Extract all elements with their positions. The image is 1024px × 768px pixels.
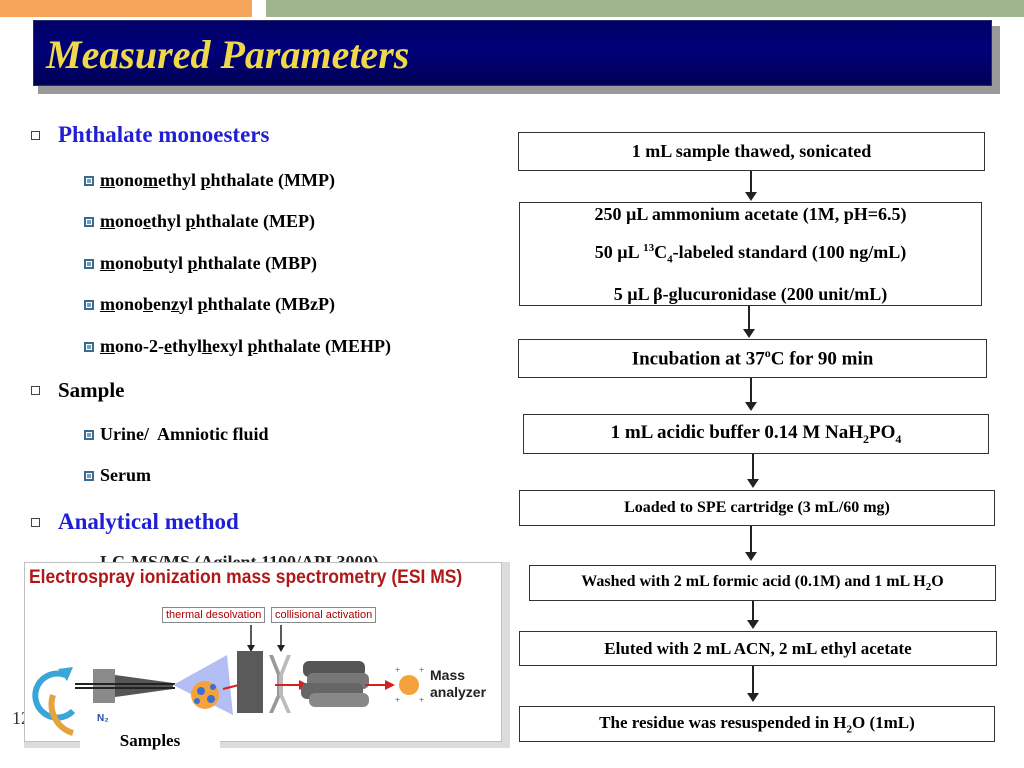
bullet-square-icon <box>31 130 40 140</box>
esi-diagram-icon: N₂ <box>32 625 424 736</box>
phthalate-label: monomethyl phthalate (MMP) <box>100 170 335 190</box>
bullet-phthalate-monoesters: Phthalate monoesters <box>31 122 269 148</box>
flow-step-text: 1 mL sample thawed, sonicated <box>631 141 872 161</box>
flow-step-3: Incubation at 37oC for 90 min <box>518 339 987 378</box>
sample-label: Urine/ Amniotic fluid <box>100 424 269 444</box>
bullet-square-icon <box>84 175 94 186</box>
flow-step-1: 1 mL sample thawed, sonicated <box>518 132 985 171</box>
bullet-square-icon <box>84 299 94 310</box>
flow-step-text: Loaded to SPE cartridge (3 mL/60 mg) <box>624 499 890 516</box>
slide-title: Measured Parameters <box>46 32 410 77</box>
list-item-mbp: monobutyl phthalate (MBP) <box>84 253 317 274</box>
bullet-square-icon <box>84 470 94 481</box>
svg-text:+: + <box>395 695 400 705</box>
flow-arrow-2 <box>743 306 755 338</box>
svg-text:N₂: N₂ <box>97 713 109 724</box>
flow-step-8: The residue was resuspended in H2O (1mL) <box>519 706 995 742</box>
bullet-square-icon <box>84 429 94 440</box>
esi-figure-title: Electrospray ionization mass spectrometr… <box>29 567 463 588</box>
flow-step-text: The residue was resuspended in H2O (1mL) <box>599 712 915 736</box>
flow-arrow-1 <box>745 171 757 201</box>
bullet-square-icon <box>31 386 40 395</box>
flow-step-6: Washed with 2 mL formic acid (0.1M) and … <box>529 565 996 601</box>
flow-step-7: Eluted with 2 mL ACN, 2 mL ethyl acetate <box>519 631 997 666</box>
flow-step-text: Incubation at 37oC for 90 min <box>631 346 874 370</box>
list-item-serum: Serum <box>84 465 151 486</box>
flow-step-text: Washed with 2 mL formic acid (0.1M) and … <box>581 572 944 594</box>
bullet-square-icon <box>84 216 94 227</box>
bullet-text: Sample <box>58 378 125 402</box>
collisional-activation-label: collisional activation <box>271 607 377 623</box>
svg-text:+: + <box>395 665 400 675</box>
flow-arrow-7 <box>747 666 759 702</box>
bullet-text: Phthalate monoesters <box>58 122 270 147</box>
phthalate-label: monobenzyl phthalate (MBzP) <box>100 294 336 314</box>
list-item-mmp: monomethyl phthalate (MMP) <box>84 170 335 191</box>
svg-text:+: + <box>419 665 424 675</box>
flow-step-2: 250 µL ammonium acetate (1M, pH=6.5) 50 … <box>519 202 982 306</box>
sample-label: Serum <box>100 465 151 485</box>
flow-step-text: 50 µL 13C4-labeled standard (100 ng/mL) <box>594 242 907 266</box>
mass-analyzer-label: Mass analyzer <box>430 667 487 700</box>
esi-figure: Electrospray ionization mass spectrometr… <box>24 562 502 742</box>
flow-step-5: Loaded to SPE cartridge (3 mL/60 mg) <box>519 490 995 526</box>
list-item-mbzp: monobenzyl phthalate (MBzP) <box>84 294 335 315</box>
phthalate-label: mono-2-ethylhexyl phthalate (MEHP) <box>100 336 392 356</box>
list-item-mehp: mono-2-ethylhexyl phthalate (MEHP) <box>84 336 391 357</box>
flow-step-text: 5 µL β-glucuronidase (200 unit/mL) <box>613 283 888 304</box>
flow-step-text: 250 µL ammonium acetate (1M, pH=6.5) <box>594 204 907 225</box>
flow-arrow-5 <box>745 526 757 561</box>
flow-step-4: 1 mL acidic buffer 0.14 M NaH2PO4 <box>523 414 989 454</box>
svg-text:+: + <box>419 695 424 705</box>
top-accent-bar-green <box>266 0 1024 17</box>
phthalate-label: monoethyl phthalate (MEP) <box>100 211 316 231</box>
phthalate-label: monobutyl phthalate (MBP) <box>100 253 318 273</box>
samples-caption: Samples <box>80 726 220 756</box>
bullet-text: Analytical method <box>58 509 239 534</box>
flow-arrow-4 <box>747 454 759 488</box>
bullet-sample: Sample <box>31 378 125 403</box>
flow-arrow-3 <box>745 378 757 411</box>
list-item-mep: monoethyl phthalate (MEP) <box>84 211 315 232</box>
bullet-square-icon <box>84 341 94 352</box>
flow-step-text: Eluted with 2 mL ACN, 2 mL ethyl acetate <box>604 638 912 658</box>
bullet-analytical-method: Analytical method <box>31 509 239 535</box>
list-item-urine: Urine/ Amniotic fluid <box>84 424 269 445</box>
top-accent-bar-orange <box>0 0 252 17</box>
title-bar: Measured Parameters <box>33 20 992 86</box>
esi-figure-shadow: Electrospray ionization mass spectrometr… <box>24 562 510 748</box>
bullet-square-icon <box>84 258 94 269</box>
bullet-square-icon <box>31 517 40 527</box>
flow-step-text: 1 mL acidic buffer 0.14 M NaH2PO4 <box>610 421 902 446</box>
flow-arrow-6 <box>747 601 759 629</box>
thermal-desolvation-label: thermal desolvation <box>162 607 266 623</box>
